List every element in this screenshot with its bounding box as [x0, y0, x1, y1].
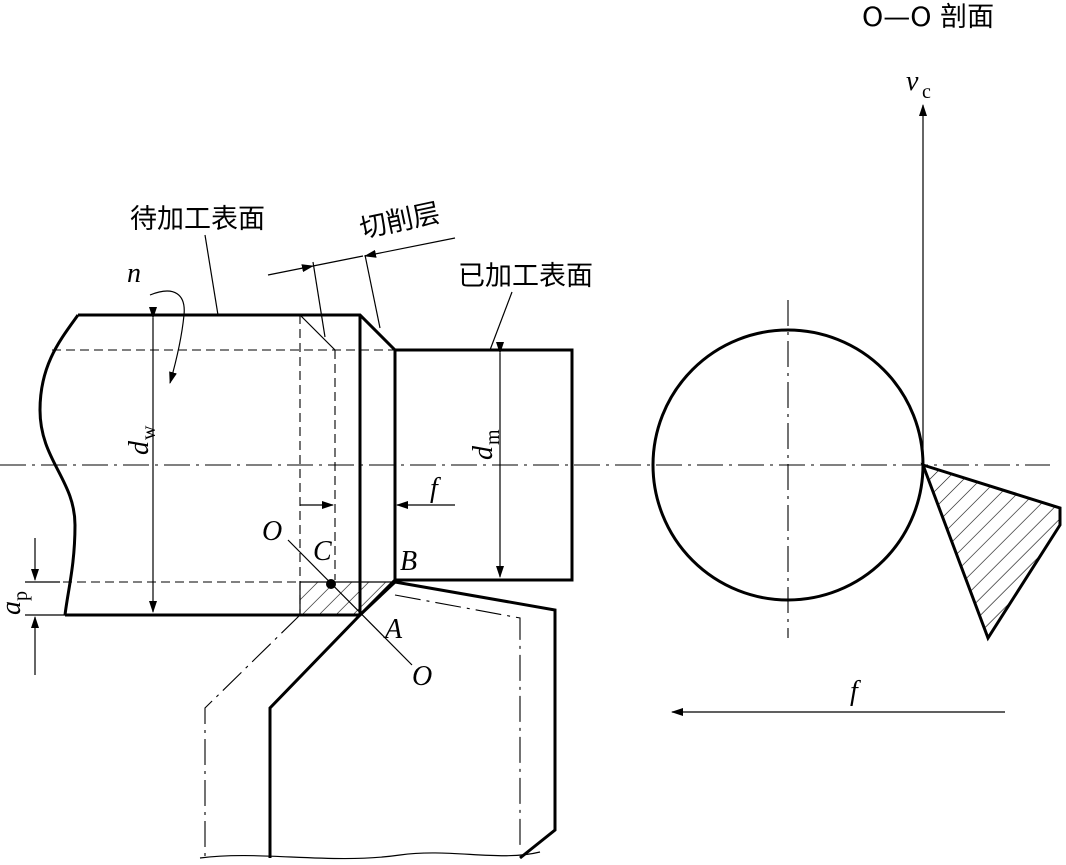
section-line-o-o: [287, 539, 413, 666]
cutting-layer-label: 切削层: [357, 198, 443, 245]
feed-f-left-label: f: [430, 473, 441, 504]
machined-surface-label: 已加工表面: [458, 261, 593, 292]
dp-label: a p: [0, 591, 32, 615]
svg-text:c: c: [922, 81, 931, 103]
surface-to-machine-label: 待加工表面: [130, 204, 265, 235]
rotation-arrow: [149, 290, 185, 384]
point-o-top-label: O: [262, 516, 282, 547]
point-b-label: B: [400, 546, 417, 577]
feed-f-right-label: f: [850, 676, 861, 707]
point-a-label: A: [383, 614, 403, 645]
cutting-layer-arrow: [267, 264, 314, 276]
vc-label: v c: [906, 66, 931, 103]
section-title: O—O 剖面: [862, 2, 994, 33]
point-c-label: C: [313, 536, 332, 567]
svg-text:a: a: [0, 601, 27, 615]
point-c-dot: [326, 579, 336, 589]
svg-text:w: w: [138, 425, 160, 440]
svg-text:d: d: [468, 445, 499, 460]
dw-label: d w: [124, 425, 160, 455]
rotation-n-label: n: [127, 258, 141, 289]
point-o-bottom-label: O: [412, 661, 432, 692]
cutting-tool: [199, 580, 557, 860]
dm-label: d m: [468, 429, 504, 460]
svg-text:p: p: [10, 591, 32, 601]
cutting-layer-hatch: [299, 581, 397, 616]
svg-text:d: d: [124, 440, 155, 455]
cross-section: [651, 104, 1062, 642]
svg-text:m: m: [482, 429, 504, 445]
svg-text:v: v: [906, 66, 919, 97]
